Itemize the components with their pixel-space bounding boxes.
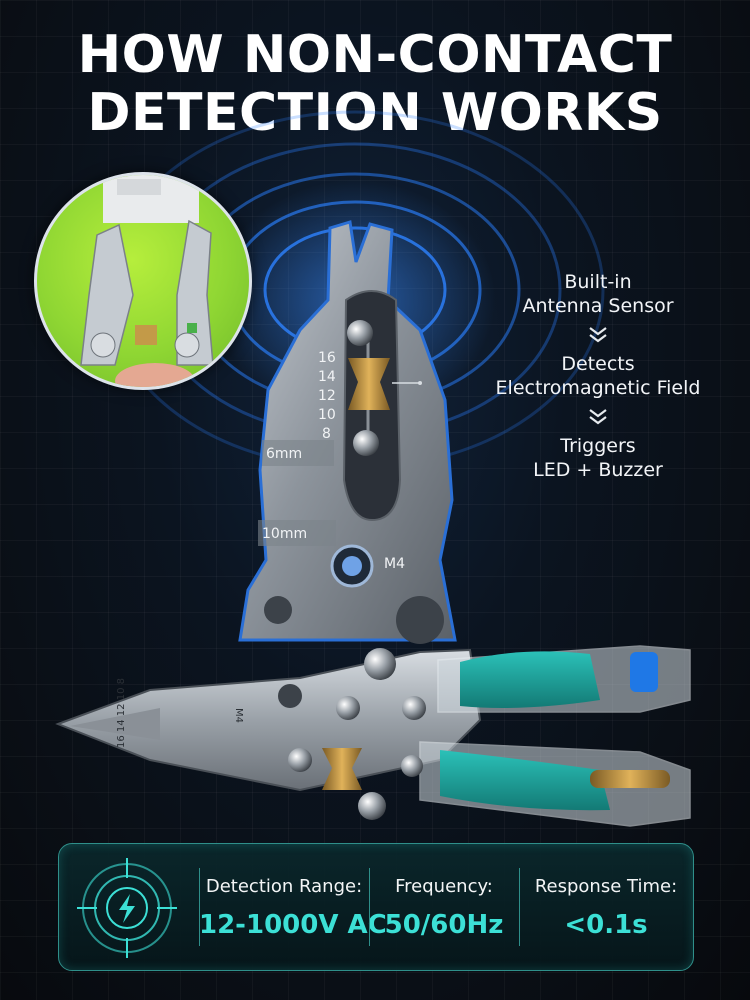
vertical-plier-head — [238, 220, 457, 644]
process-steps: Built-in Antenna Sensor Detects Electrom… — [468, 270, 728, 482]
size-6mm: 6mm — [266, 446, 302, 462]
gauge-14: 14 — [318, 369, 336, 385]
step-1-line-1: Built-in — [564, 271, 632, 293]
step-2-line-1: Detects — [561, 353, 635, 375]
divider — [369, 868, 370, 946]
size-10mm: 10mm — [262, 526, 307, 542]
gauge-12: 12 — [318, 388, 336, 404]
step-3-line-2: LED + Buzzer — [533, 459, 663, 481]
step-3-line-1: Triggers — [560, 435, 636, 457]
stat-detection-range: Detection Range: 12-1000V AC — [199, 844, 387, 970]
bolt-m4: M4 — [384, 556, 405, 572]
stat-response-time: Response Time: <0.1s — [519, 844, 693, 970]
gauge-16: 16 — [318, 350, 336, 366]
lower-bolt: M4 — [233, 708, 244, 723]
lower-gauges: 16 14 12 10 8 — [116, 678, 127, 748]
title-line-2: DETECTION WORKS — [87, 83, 663, 143]
stat-label: Detection Range: — [205, 876, 363, 897]
horizontal-pliers — [55, 645, 691, 827]
stat-value: 12-1000V AC — [199, 910, 387, 940]
stat-label: Frequency: — [395, 876, 493, 897]
divider — [199, 868, 200, 946]
page-title: HOW NON-CONTACT DETECTION WORKS — [0, 26, 750, 142]
step-2-line-2: Electromagnetic Field — [495, 377, 701, 399]
gauge-10: 10 — [318, 407, 336, 423]
stat-value: <0.1s — [564, 910, 648, 940]
divider — [519, 868, 520, 946]
lightning-target-icon — [75, 856, 179, 960]
title-line-1: HOW NON-CONTACT — [77, 25, 673, 85]
step-1-line-2: Antenna Sensor — [522, 295, 674, 317]
stat-label: Response Time: — [534, 876, 678, 897]
stat-frequency: Frequency: 50/60Hz — [369, 844, 519, 970]
specs-panel: Detection Range: 12-1000V AC Frequency: … — [58, 843, 694, 971]
stat-value: 50/60Hz — [384, 910, 504, 940]
double-chevron-down-icon — [589, 327, 607, 343]
double-chevron-down-icon — [589, 409, 607, 425]
gauge-8: 8 — [322, 426, 331, 442]
inset-photo — [34, 172, 252, 390]
inset-pliers-image — [80, 175, 214, 387]
